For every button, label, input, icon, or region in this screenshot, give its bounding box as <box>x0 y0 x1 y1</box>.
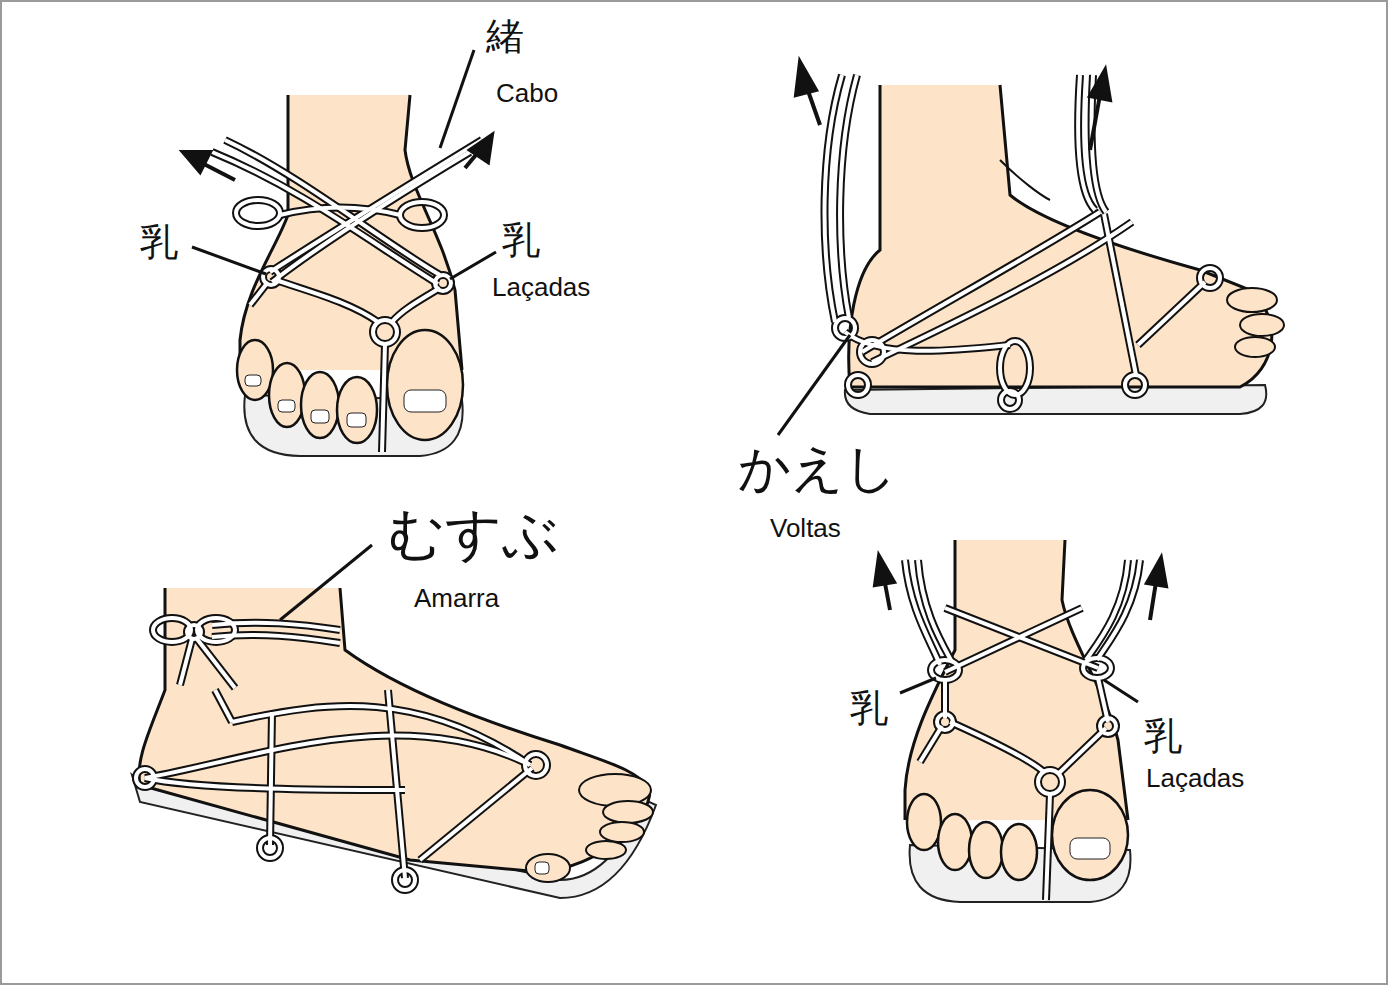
part-label: Laçadas <box>490 273 592 302</box>
pull-arrows <box>183 62 1166 620</box>
part-label: 乳 <box>1142 716 1184 758</box>
part-label: 乳 <box>848 688 890 730</box>
part-label: Laçadas <box>1144 764 1246 793</box>
foot-side <box>825 75 1284 414</box>
part-label: 乳 <box>138 222 180 264</box>
part-label: 乳 <box>500 220 542 262</box>
part-label: むすぶ <box>386 503 561 565</box>
foot-front-tied <box>905 540 1140 902</box>
part-label: Voltas <box>768 514 843 543</box>
part-label: Amarra <box>412 584 501 613</box>
foot-front <box>212 95 482 456</box>
part-label: Cabo <box>494 79 560 108</box>
part-label: 緒 <box>484 16 526 58</box>
foot-side-tied <box>132 588 656 898</box>
part-label: かえし <box>736 440 899 497</box>
leader-lines <box>192 50 1138 702</box>
